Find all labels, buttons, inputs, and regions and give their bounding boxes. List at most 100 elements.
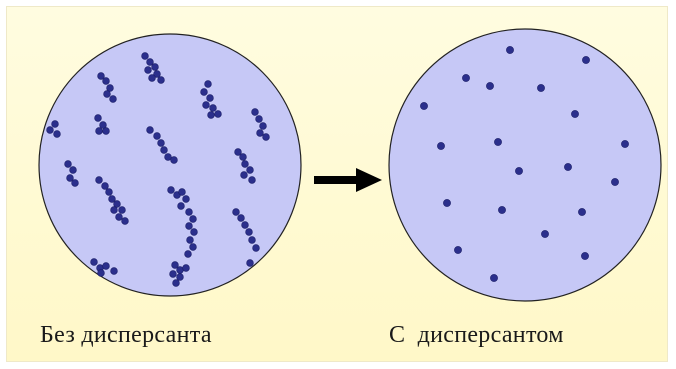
circle-with-dispersant	[389, 29, 661, 301]
particle-agglomerated	[171, 157, 178, 164]
particle-agglomerated	[247, 260, 254, 267]
particle-agglomerated	[149, 75, 156, 82]
particle-agglomerated	[70, 167, 77, 174]
particle-dispersed	[506, 46, 513, 53]
particle-agglomerated	[246, 229, 253, 236]
particle-agglomerated	[106, 189, 113, 196]
particle-dispersed	[611, 178, 618, 185]
particle-dispersed	[564, 163, 571, 170]
particle-agglomerated	[215, 111, 222, 118]
particle-agglomerated	[207, 95, 214, 102]
particle-agglomerated	[52, 121, 59, 128]
particle-agglomerated	[72, 180, 79, 187]
particle-agglomerated	[168, 187, 175, 194]
particle-agglomerated	[110, 96, 117, 103]
particle-agglomerated	[201, 89, 208, 96]
particle-agglomerated	[122, 218, 129, 225]
particle-agglomerated	[242, 222, 249, 229]
particle-agglomerated	[96, 177, 103, 184]
particle-dispersed	[582, 56, 589, 63]
particle-agglomerated	[47, 127, 54, 134]
particle-agglomerated	[233, 209, 240, 216]
particle-agglomerated	[98, 270, 105, 277]
particle-dispersed	[541, 230, 548, 237]
particle-agglomerated	[185, 251, 192, 258]
particle-agglomerated	[190, 244, 197, 251]
particle-agglomerated	[256, 116, 263, 123]
particle-agglomerated	[102, 183, 109, 190]
particle-agglomerated	[253, 245, 260, 252]
particle-agglomerated	[147, 127, 154, 134]
particle-agglomerated	[235, 149, 242, 156]
particle-agglomerated	[54, 131, 61, 138]
particle-dispersed	[581, 252, 588, 259]
particle-agglomerated	[96, 128, 103, 135]
particle-agglomerated	[152, 64, 159, 71]
particle-agglomerated	[116, 214, 123, 221]
particle-agglomerated	[252, 109, 259, 116]
particle-agglomerated	[208, 112, 215, 119]
particle-agglomerated	[158, 77, 165, 84]
particle-agglomerated	[249, 177, 256, 184]
particle-agglomerated	[178, 203, 185, 210]
particle-agglomerated	[111, 207, 118, 214]
arrow-icon	[314, 168, 382, 192]
particle-agglomerated	[210, 105, 217, 112]
particle-agglomerated	[142, 53, 149, 60]
particle-agglomerated	[103, 263, 110, 270]
particle-agglomerated	[67, 175, 74, 182]
particle-dispersed	[621, 140, 628, 147]
particle-dispersed	[437, 142, 444, 149]
particle-agglomerated	[104, 91, 111, 98]
particle-agglomerated	[241, 172, 248, 179]
caption-with-dispersant: С дисперсантом	[389, 322, 564, 349]
particle-agglomerated	[95, 115, 102, 122]
particle-agglomerated	[91, 259, 98, 266]
particle-agglomerated	[191, 229, 198, 236]
particle-agglomerated	[154, 133, 161, 140]
particle-agglomerated	[183, 196, 190, 203]
particle-agglomerated	[187, 237, 194, 244]
particle-agglomerated	[172, 262, 179, 269]
particle-agglomerated	[203, 102, 210, 109]
particle-dispersed	[490, 274, 497, 281]
particle-agglomerated	[103, 128, 110, 135]
particle-agglomerated	[103, 78, 110, 85]
particle-agglomerated	[186, 209, 193, 216]
particle-agglomerated	[109, 196, 116, 203]
particle-agglomerated	[240, 154, 247, 161]
particle-dispersed	[420, 102, 427, 109]
caption-without-dispersant: Без дисперсанта	[40, 322, 212, 349]
particle-agglomerated	[260, 123, 267, 130]
particle-agglomerated	[145, 67, 152, 74]
particle-agglomerated	[170, 271, 177, 278]
particle-dispersed	[498, 206, 505, 213]
particle-dispersed	[537, 84, 544, 91]
particle-agglomerated	[158, 140, 165, 147]
particle-dispersed	[571, 110, 578, 117]
particle-agglomerated	[242, 161, 249, 168]
particle-agglomerated	[190, 216, 197, 223]
particle-agglomerated	[247, 167, 254, 174]
particle-agglomerated	[173, 280, 180, 287]
particle-agglomerated	[205, 81, 212, 88]
particle-agglomerated	[179, 189, 186, 196]
particle-agglomerated	[98, 73, 105, 80]
particle-agglomerated	[177, 274, 184, 281]
particle-dispersed	[462, 74, 469, 81]
particle-dispersed	[443, 199, 450, 206]
particle-agglomerated	[186, 223, 193, 230]
particle-dispersed	[578, 208, 585, 215]
particle-agglomerated	[249, 237, 256, 244]
particle-agglomerated	[183, 265, 190, 272]
particle-dispersed	[515, 167, 522, 174]
particle-agglomerated	[147, 59, 154, 66]
particle-agglomerated	[263, 134, 270, 141]
particle-agglomerated	[119, 207, 126, 214]
particle-dispersed	[486, 82, 493, 89]
particle-agglomerated	[161, 147, 168, 154]
circle-without-dispersant	[39, 34, 301, 296]
particle-agglomerated	[257, 130, 264, 137]
particle-agglomerated	[111, 268, 118, 275]
